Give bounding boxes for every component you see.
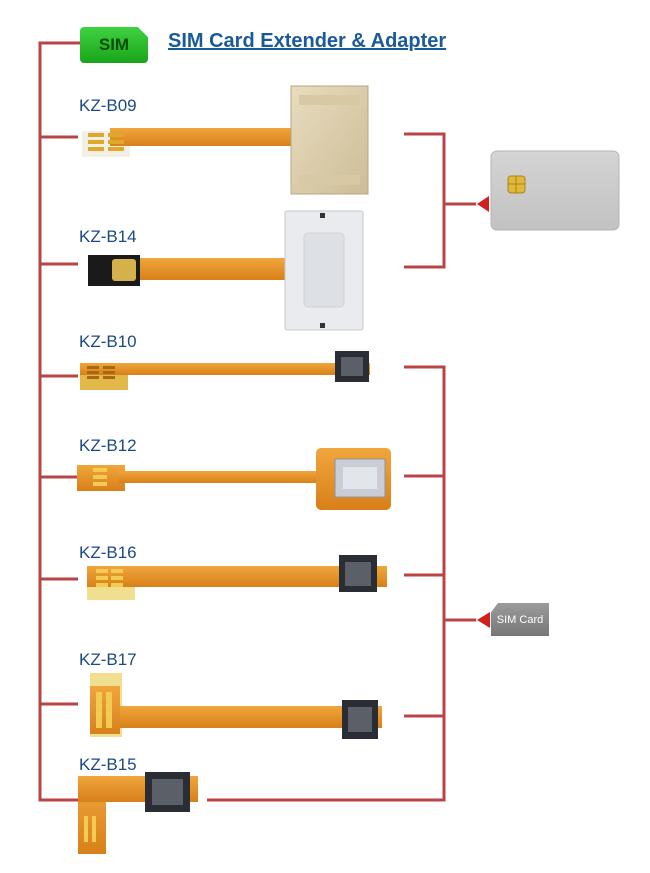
kz-b16-extender	[87, 555, 387, 600]
left-bracket	[38, 41, 80, 802]
smart-card	[490, 150, 620, 231]
sim-badge: SIM	[80, 27, 148, 63]
model-label-kz-b10: KZ-B10	[79, 332, 137, 351]
model-label-kz-b12: KZ-B12	[79, 436, 137, 455]
kz-b09-adapter	[82, 85, 369, 195]
smart-card-bracket	[404, 132, 476, 269]
kz-b10-extender	[80, 351, 370, 390]
kz-b17-extender	[90, 673, 382, 739]
model-label-kz-b14: KZ-B14	[79, 227, 137, 246]
model-label-kz-b09: KZ-B09	[79, 96, 137, 115]
sim-card-bracket	[207, 365, 476, 802]
kz-b14-adapter	[88, 210, 364, 331]
kz-b15-extender	[78, 772, 198, 854]
sim-card-arrow	[477, 612, 490, 628]
sim-card-label: SIM Card	[491, 603, 549, 636]
model-label-kz-b15: KZ-B15	[79, 755, 137, 774]
smart-card-arrow	[477, 196, 489, 212]
model-label-kz-b16: KZ-B16	[79, 543, 137, 562]
model-label-kz-b17: KZ-B17	[79, 650, 137, 669]
kz-b12-extender	[77, 448, 391, 510]
page-title: SIM Card Extender & Adapter	[168, 30, 447, 52]
